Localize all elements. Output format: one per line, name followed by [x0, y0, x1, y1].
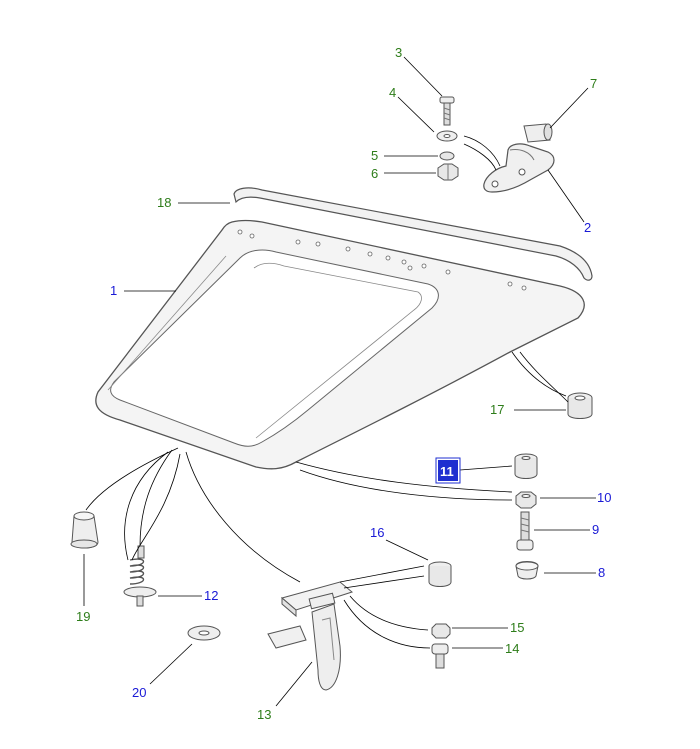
callout-labels: 1 2 3 4 5 6 7 8 9 10 11 12 13 14 15 16 1… [76, 45, 611, 722]
bump-stop-19[interactable] [70, 511, 99, 549]
bonnet-catch-13[interactable] [267, 581, 354, 691]
callout-leaders [83, 56, 596, 707]
bump-stop-16[interactable] [428, 561, 452, 587]
label-12[interactable]: 12 [204, 588, 218, 603]
mounting-holes [237, 229, 527, 291]
label-14[interactable]: 14 [505, 641, 519, 656]
selected-label-highlight [438, 460, 458, 481]
label-2[interactable]: 2 [584, 220, 591, 235]
label-11[interactable]: 11 [440, 464, 454, 479]
spring-washer-5[interactable] [439, 151, 455, 161]
bolt-14[interactable] [431, 643, 449, 669]
bonnet-seal-strip[interactable] [233, 187, 593, 281]
hinge-bush[interactable] [523, 123, 553, 143]
bump-stop-17[interactable] [567, 392, 593, 419]
label-9[interactable]: 9 [592, 522, 599, 537]
nut-15[interactable] [431, 623, 451, 639]
rubber-buffer-11[interactable] [514, 453, 538, 479]
bonnet-panel[interactable] [95, 219, 585, 470]
nut-10[interactable] [515, 491, 537, 509]
label-6[interactable]: 6 [371, 166, 378, 181]
hinge-bolt[interactable] [439, 96, 455, 126]
label-18[interactable]: 18 [157, 195, 171, 210]
hinge-assembly[interactable] [436, 96, 555, 193]
label-1[interactable]: 1 [110, 283, 117, 298]
label-8[interactable]: 8 [598, 565, 605, 580]
bolt-9[interactable] [516, 511, 534, 551]
label-17[interactable]: 17 [490, 402, 504, 417]
label-13[interactable]: 13 [257, 707, 271, 722]
label-19[interactable]: 19 [76, 609, 90, 624]
label-4[interactable]: 4 [389, 85, 396, 100]
label-7[interactable]: 7 [590, 76, 597, 91]
spring-assembly-12[interactable] [123, 545, 157, 607]
hinge-bracket[interactable] [483, 143, 555, 193]
washer-20[interactable] [187, 625, 221, 641]
label-3[interactable]: 3 [395, 45, 402, 60]
label-20[interactable]: 20 [132, 685, 146, 700]
label-16[interactable]: 16 [370, 525, 384, 540]
selected-label-frame [435, 457, 461, 484]
label-5[interactable]: 5 [371, 148, 378, 163]
label-10[interactable]: 10 [597, 490, 611, 505]
label-15[interactable]: 15 [510, 620, 524, 635]
